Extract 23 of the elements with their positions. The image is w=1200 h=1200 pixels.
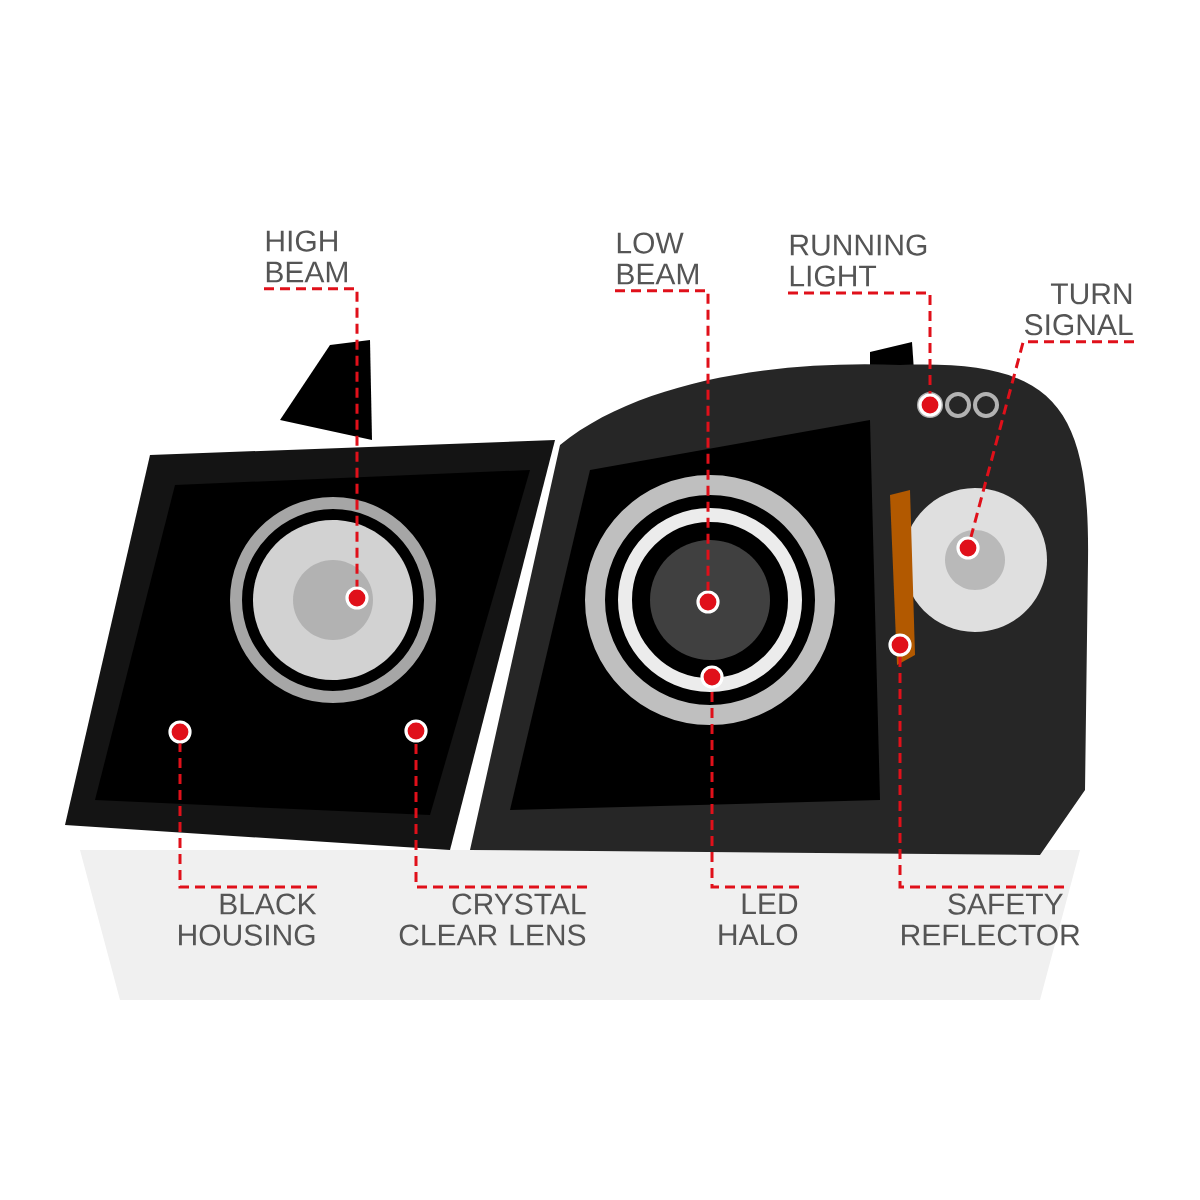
leader-line bbox=[615, 289, 710, 591]
part-label: BLACK HOUSING bbox=[179, 893, 317, 946]
callout-dot bbox=[888, 633, 912, 657]
part-label: HIGH BEAM bbox=[266, 230, 347, 283]
leader-line bbox=[264, 287, 359, 587]
leader-line bbox=[969, 340, 1134, 538]
part-label: CRYSTAL CLEAR LENS bbox=[399, 893, 586, 946]
leader-line bbox=[178, 743, 317, 889]
leader-line bbox=[788, 291, 932, 394]
callout-dot bbox=[345, 586, 369, 610]
callout-dot bbox=[918, 393, 942, 417]
part-label: RUNNING LIGHT bbox=[790, 234, 927, 287]
part-label: SAFETY REFLECTOR bbox=[902, 893, 1080, 946]
leader-line bbox=[898, 656, 1064, 889]
callout-dot bbox=[700, 665, 724, 689]
leader-line bbox=[414, 742, 587, 889]
part-label: TURN SIGNAL bbox=[1024, 283, 1133, 336]
part-label: LOW BEAM bbox=[617, 232, 698, 285]
part-label: LED HALO bbox=[719, 893, 798, 946]
callout-dot bbox=[696, 590, 720, 614]
callout-dot bbox=[956, 536, 980, 560]
callout-dot bbox=[168, 720, 192, 744]
callout-dot bbox=[404, 719, 428, 743]
